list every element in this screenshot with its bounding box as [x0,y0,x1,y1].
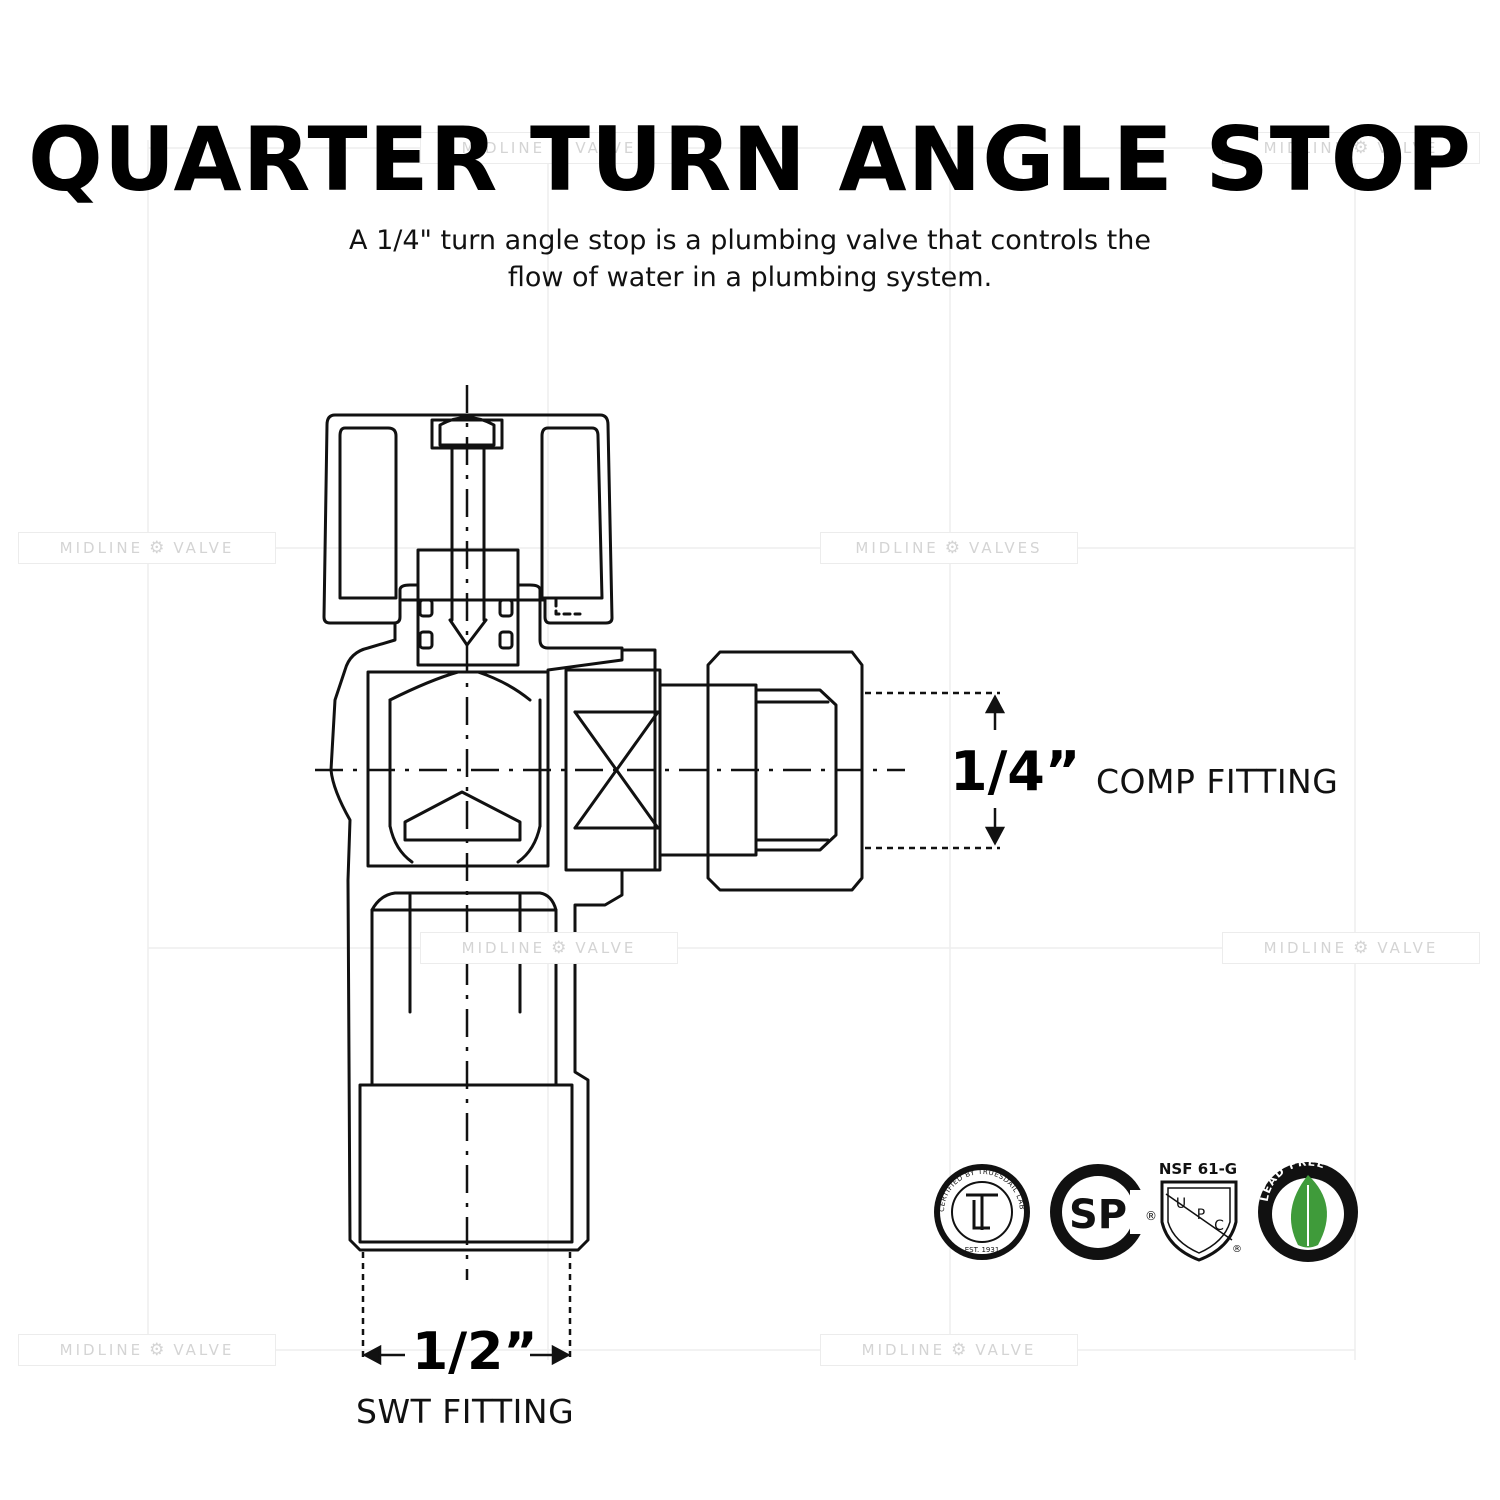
svg-text:®: ® [1145,1209,1157,1223]
outlet-nipple [564,668,662,872]
svg-text:SP: SP [1069,1192,1127,1238]
inlet-socket [358,1083,574,1244]
outlet-dimension [865,691,1006,850]
subtitle-line: A 1/4" turn angle stop is a plumbing val… [349,225,1151,256]
svg-text:U: U [1176,1196,1186,1212]
inlet-dimension [361,1252,572,1366]
watermark: MIDLINE⚙VALVE [820,1334,1078,1366]
watermark: MIDLINE⚙VALVE [1222,132,1480,164]
svg-text:C: C [1214,1218,1224,1234]
watermark: MIDLINE⚙VALVE [18,1334,276,1366]
handle-outer [322,413,614,625]
lead-free-logo: LEAD FREE [1258,1155,1358,1262]
page-subtitle: A 1/4" turn angle stop is a plumbing val… [300,222,1200,296]
inlet-fitting-label: SWT FITTING [356,1392,575,1431]
svg-text:NSF 61-G: NSF 61-G [1159,1160,1237,1178]
subtitle-line: flow of water in a plumbing system. [507,262,993,293]
watermark: MIDLINE⚙VALVES [820,532,1078,564]
handle-left-wing [338,426,398,600]
handle-right-wing [540,426,604,600]
watermark: MIDLINE⚙VALVE [420,132,678,164]
compression-nut [706,650,864,892]
watermark: MIDLINE⚙VALVE [18,532,276,564]
outlet-fitting-label: COMP FITTING [1096,762,1339,801]
valve-body [329,621,657,1252]
valve-outline [322,413,864,1252]
centerlines [315,385,905,1280]
svg-text:P: P [1197,1207,1205,1223]
outlet-size-label: 1/4” [950,740,1081,803]
bonnet [416,548,520,667]
ball-chamber [366,670,550,868]
watermark: MIDLINE⚙VALVE [420,932,678,964]
svg-text:®: ® [1232,1244,1242,1255]
upc-nsf-logo: NSF 61-G U P C ® [1159,1160,1242,1262]
watermark: MIDLINE⚙VALVE [1222,932,1480,964]
page-title: QUARTER TURN ANGLE STOP [27,108,1473,211]
csa-logo: SP ® [1050,1164,1157,1260]
inlet-size-label: 1/2” [412,1322,538,1382]
svg-text:EST. 1931: EST. 1931 [965,1246,1000,1254]
